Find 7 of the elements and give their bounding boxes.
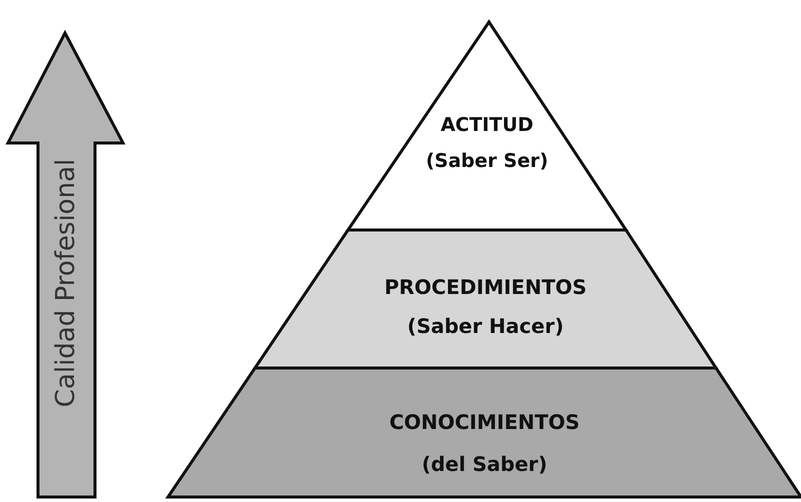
tier-heading: ACTITUD <box>440 114 534 136</box>
tier-heading: CONOCIMIENTOS <box>388 410 581 434</box>
tier-subheading: (del Saber) <box>420 452 548 476</box>
arrow-label: Calidad Profesional <box>51 158 82 408</box>
tier-subheading: (Saber Hacer) <box>406 314 565 338</box>
tier-heading: PROCEDIMIENTOS <box>383 275 588 299</box>
tier-subheading: (Saber Ser) <box>424 150 550 172</box>
